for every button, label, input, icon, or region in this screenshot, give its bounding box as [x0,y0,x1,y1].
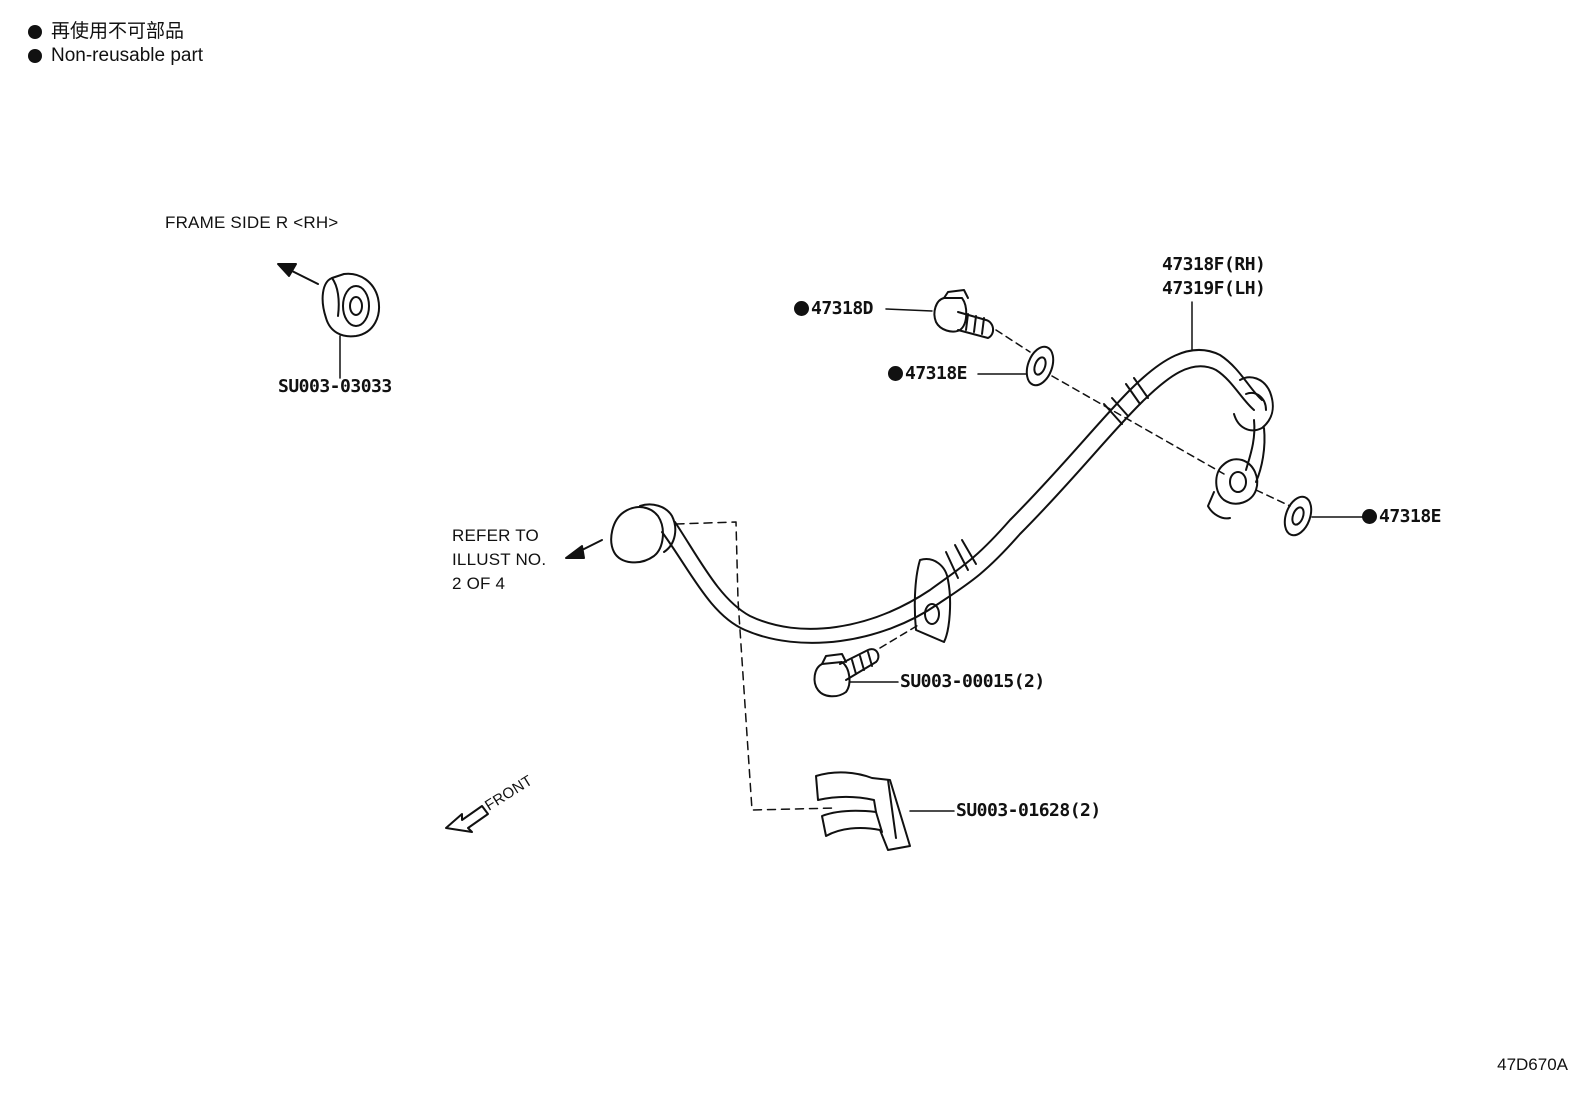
union-bolt-part[interactable] [933,289,994,339]
part-number-47318d-text: 47318D [811,298,874,319]
part-number-su003-03033[interactable]: SU003-03033 [278,376,392,397]
frame-clip-part[interactable] [321,272,380,338]
copper-washer-upper-part[interactable] [1022,343,1058,389]
legend-row-en: Non-reusable part [28,44,203,68]
frame-side-arrow-head [277,263,297,277]
dashed-guide-bracket-bolt [879,623,921,649]
dashed-guide-clip [675,521,837,811]
part-number-su003-01628[interactable]: SU003-01628(2) [956,800,1101,821]
legend-text-en: Non-reusable part [51,45,204,66]
filled-circle-icon [28,49,42,63]
refer-arrow-head [565,545,585,559]
frame-side-label: FRAME SIDE R <RH> [165,213,339,232]
part-number-47318f[interactable]: 47318F(RH) [1162,254,1266,275]
part-number-47318d[interactable]: 47318D [794,298,874,319]
part-number-su003-00015[interactable]: SU003-00015(2) [900,671,1045,692]
legend-row-jp: 再使用不可部品 [28,20,203,44]
legend-text-jp: 再使用不可部品 [51,21,185,42]
filled-circle-icon [794,301,809,316]
refer-text-line1: REFER TO [452,526,539,545]
part-number-47318e-lower-text: 47318E [1379,506,1442,527]
part-number-47318e-upper-text: 47318E [905,363,968,384]
legend: 再使用不可部品 Non-reusable part [28,20,203,68]
dashed-guide-bolt [995,329,1031,353]
hose-clip-part[interactable] [815,771,911,851]
filled-circle-icon [28,25,42,39]
frame-side-arrow-line [289,269,319,285]
part-number-47318e-upper[interactable]: 47318E [888,363,968,384]
bracket-bolt-part[interactable] [813,648,880,698]
part-number-47318e-lower[interactable]: 47318E [1362,506,1442,527]
dashed-guide-lower-washer [1255,489,1291,507]
part-number-47319f[interactable]: 47319F(LH) [1162,278,1266,299]
leader-47318d [885,308,933,312]
diagram-code: 47D670A [1497,1055,1568,1074]
copper-washer-lower-part[interactable] [1280,493,1316,539]
dashed-guide-washer [1051,375,1225,475]
refer-text-line2: ILLUST NO. [452,550,547,569]
brake-hose-part[interactable] [610,349,1274,644]
filled-circle-icon [888,366,903,381]
refer-text-line3: 2 OF 4 [452,574,506,593]
filled-circle-icon [1362,509,1377,524]
front-arrow-icon [445,805,489,833]
